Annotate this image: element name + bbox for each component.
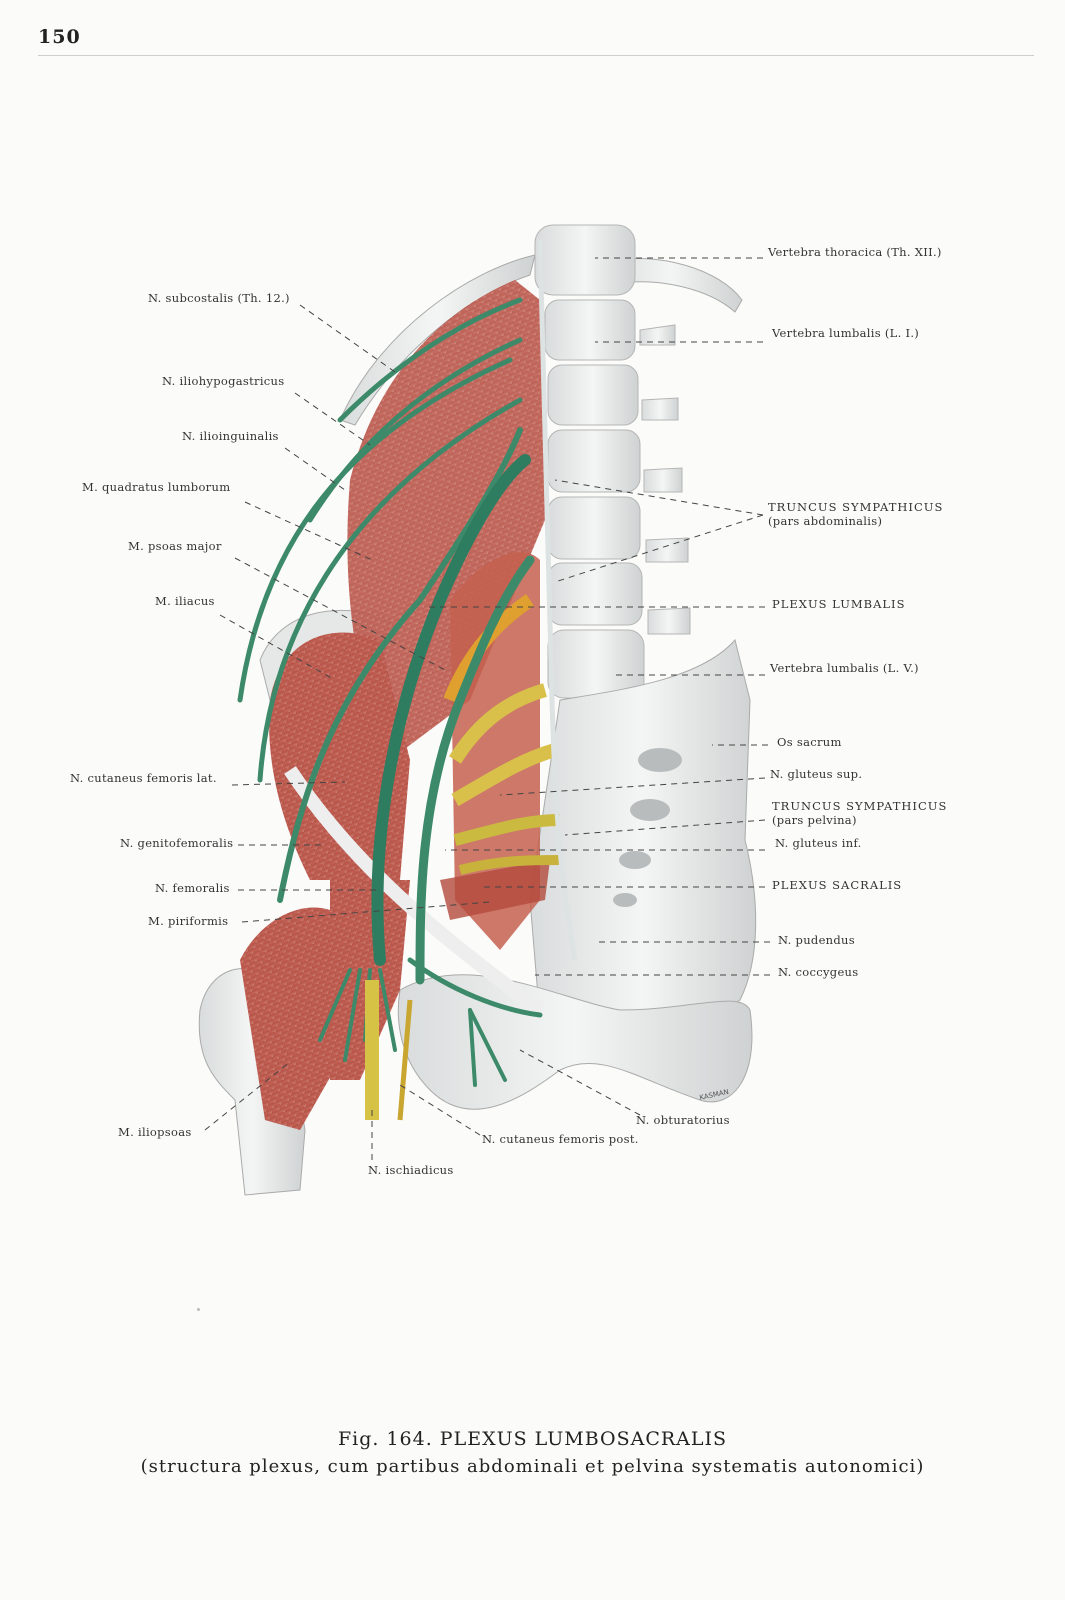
label-pars-abdominalis: (pars abdominalis): [768, 514, 883, 528]
label-n-pudendus: N. pudendus: [778, 933, 855, 947]
label-m-iliopsoas: M. iliopsoas: [118, 1125, 192, 1139]
label-vertebra-thoracica: Vertebra thoracica (Th. XII.): [768, 245, 942, 259]
label-n-ischiadicus: N. ischiadicus: [368, 1163, 454, 1177]
scan-speck: [197, 1308, 200, 1311]
caption-title: Fig. 164. PLEXUS LUMBOSACRALIS: [337, 1428, 728, 1450]
label-m-psoas-major: M. psoas major: [128, 539, 222, 553]
label-n-genitofemoralis: N. genitofemoralis: [120, 836, 234, 850]
post-femoral-cutaneous-nerve: [397, 999, 413, 1121]
label-n-gluteus-sup: N. gluteus sup.: [770, 767, 863, 781]
label-truncus-sympathicus-pelv: TRUNCUS SYMPATHICUS: [772, 799, 948, 813]
label-n-iliohypogastricus: N. iliohypogastricus: [162, 374, 285, 388]
vertebral-column: [534, 224, 691, 699]
label-plexus-lumbalis: PLEXUS LUMBALIS: [772, 597, 906, 611]
label-n-ilioinguinalis: N. ilioinguinalis: [182, 429, 279, 443]
inguinal-ligament: [284, 766, 545, 1016]
label-n-obturatorius: N. obturatorius: [636, 1113, 730, 1127]
label-m-piriformis: M. piriformis: [148, 914, 229, 928]
figure-caption: Fig. 164. PLEXUS LUMBOSACRALIS (structur…: [0, 1428, 1065, 1477]
label-n-coccygeus: N. coccygeus: [778, 965, 859, 979]
label-vertebra-lumbalis-l5: Vertebra lumbalis (L. V.): [770, 661, 919, 675]
label-m-iliacus: M. iliacus: [155, 594, 215, 608]
page-number: 150: [38, 26, 81, 48]
label-pars-pelvina: (pars pelvina): [772, 813, 857, 827]
header-rule: [38, 55, 1034, 56]
sympathetic-trunk: [537, 239, 578, 961]
label-n-gluteus-inf: N. gluteus inf.: [775, 836, 862, 850]
label-n-cutaneus-femoris-lat: N. cutaneus femoris lat.: [70, 771, 217, 785]
label-vertebra-lumbalis-l1: Vertebra lumbalis (L. I.): [772, 326, 920, 340]
label-n-cutaneus-femoris-post: N. cutaneus femoris post.: [482, 1132, 639, 1146]
nerves: [237, 297, 543, 1087]
label-n-femoralis: N. femoralis: [155, 881, 230, 895]
label-plexus-sacralis: PLEXUS SACRALIS: [772, 878, 903, 892]
leader-lines: [204, 257, 770, 1165]
label-truncus-sympathicus-abd: TRUNCUS SYMPATHICUS: [768, 500, 944, 514]
caption-subtitle: (structura plexus, cum partibus abdomina…: [140, 1456, 925, 1477]
label-m-quadratus-lumborum: M. quadratus lumborum: [82, 480, 231, 494]
label-n-subcostalis: N. subcostalis (Th. 12.): [148, 291, 290, 305]
label-os-sacrum: Os sacrum: [777, 735, 842, 749]
